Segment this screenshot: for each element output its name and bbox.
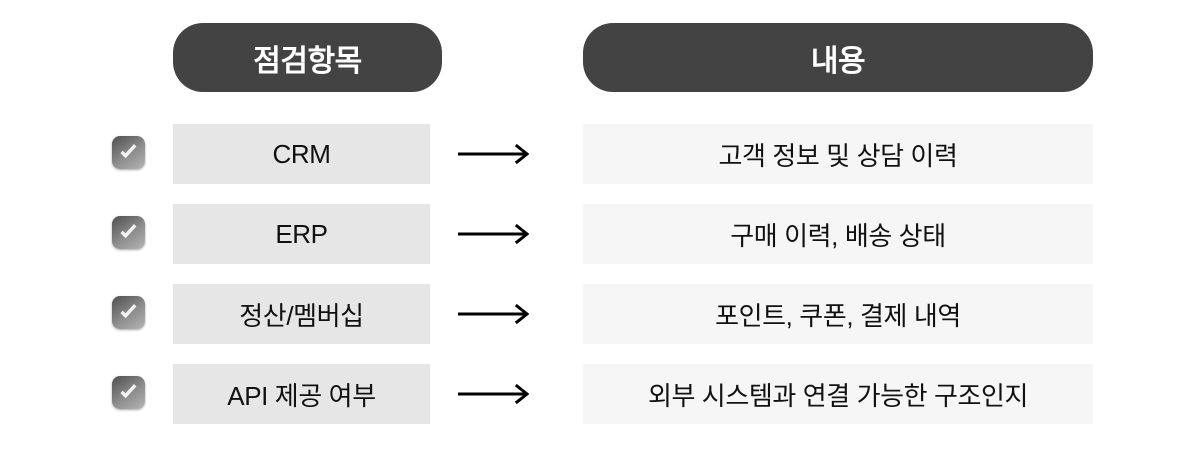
detail-label: 구매 이력, 배송 상태 — [583, 204, 1093, 264]
detail-label: 포인트, 쿠폰, 결제 내역 — [583, 284, 1093, 344]
table-row: API 제공 여부 외부 시스템과 연결 가능한 구조인지 — [0, 364, 1200, 424]
arrow-right-icon — [452, 364, 542, 424]
checkbox-checked-icon[interactable] — [112, 296, 145, 329]
detail-label: 외부 시스템과 연결 가능한 구조인지 — [583, 364, 1093, 424]
table-row: ERP 구매 이력, 배송 상태 — [0, 204, 1200, 264]
column-header-check-item: 점검항목 — [173, 23, 442, 92]
column-header-detail: 내용 — [583, 23, 1093, 92]
detail-label: 고객 정보 및 상담 이력 — [583, 124, 1093, 184]
table-row: 정산/멤버십 포인트, 쿠폰, 결제 내역 — [0, 284, 1200, 344]
check-item-label: ERP — [173, 204, 430, 264]
arrow-right-icon — [452, 284, 542, 344]
check-item-label: 정산/멤버십 — [173, 284, 430, 344]
checkbox-checked-icon[interactable] — [112, 136, 145, 169]
check-item-label: CRM — [173, 124, 430, 184]
arrow-right-icon — [452, 124, 542, 184]
checkbox-checked-icon[interactable] — [112, 376, 145, 409]
arrow-right-icon — [452, 204, 542, 264]
checkbox-checked-icon[interactable] — [112, 216, 145, 249]
check-item-label: API 제공 여부 — [173, 364, 430, 424]
table-row: CRM 고객 정보 및 상담 이력 — [0, 124, 1200, 184]
